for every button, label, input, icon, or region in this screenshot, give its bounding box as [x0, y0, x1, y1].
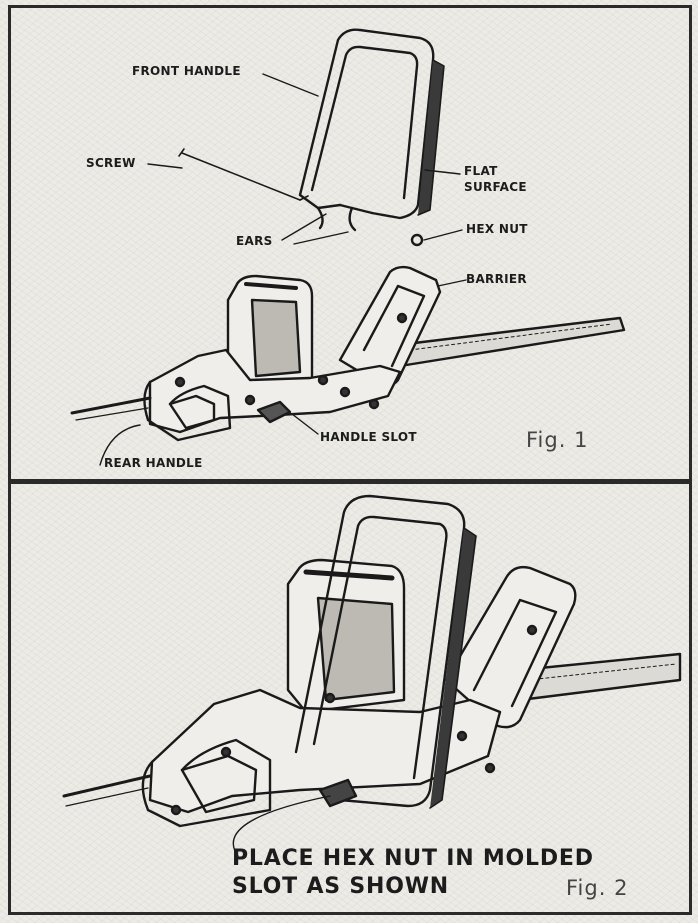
- figure-2-caption: Fig. 2: [566, 876, 629, 900]
- label-handle-slot: HANDLE SLOT: [320, 429, 417, 445]
- label-front-handle: FRONT HANDLE: [132, 63, 241, 79]
- figure-1-panel: [8, 5, 692, 482]
- label-hex-nut: HEX NUT: [466, 221, 528, 237]
- instruction-line-2: SLOT AS SHOWN: [232, 874, 450, 899]
- front-handle-drawing: [298, 28, 445, 232]
- label-flat: FLAT: [464, 163, 498, 179]
- hex-nut-drawing: [410, 233, 424, 247]
- instruction-line-1: PLACE HEX NUT IN MOLDED: [232, 846, 594, 871]
- screw-drawing: [178, 148, 309, 201]
- label-ears: EARS: [236, 233, 273, 249]
- label-surface: SURFACE: [464, 179, 527, 195]
- label-barrier: BARRIER: [466, 271, 527, 287]
- label-rear-handle: REAR HANDLE: [104, 455, 203, 471]
- hedge-trimmer-fig2: [62, 494, 682, 857]
- label-screw: SCREW: [86, 155, 136, 171]
- hedge-trimmer-fig1: [70, 265, 626, 442]
- figure-2-panel: [8, 482, 692, 915]
- figure-1-caption: Fig. 1: [526, 428, 589, 452]
